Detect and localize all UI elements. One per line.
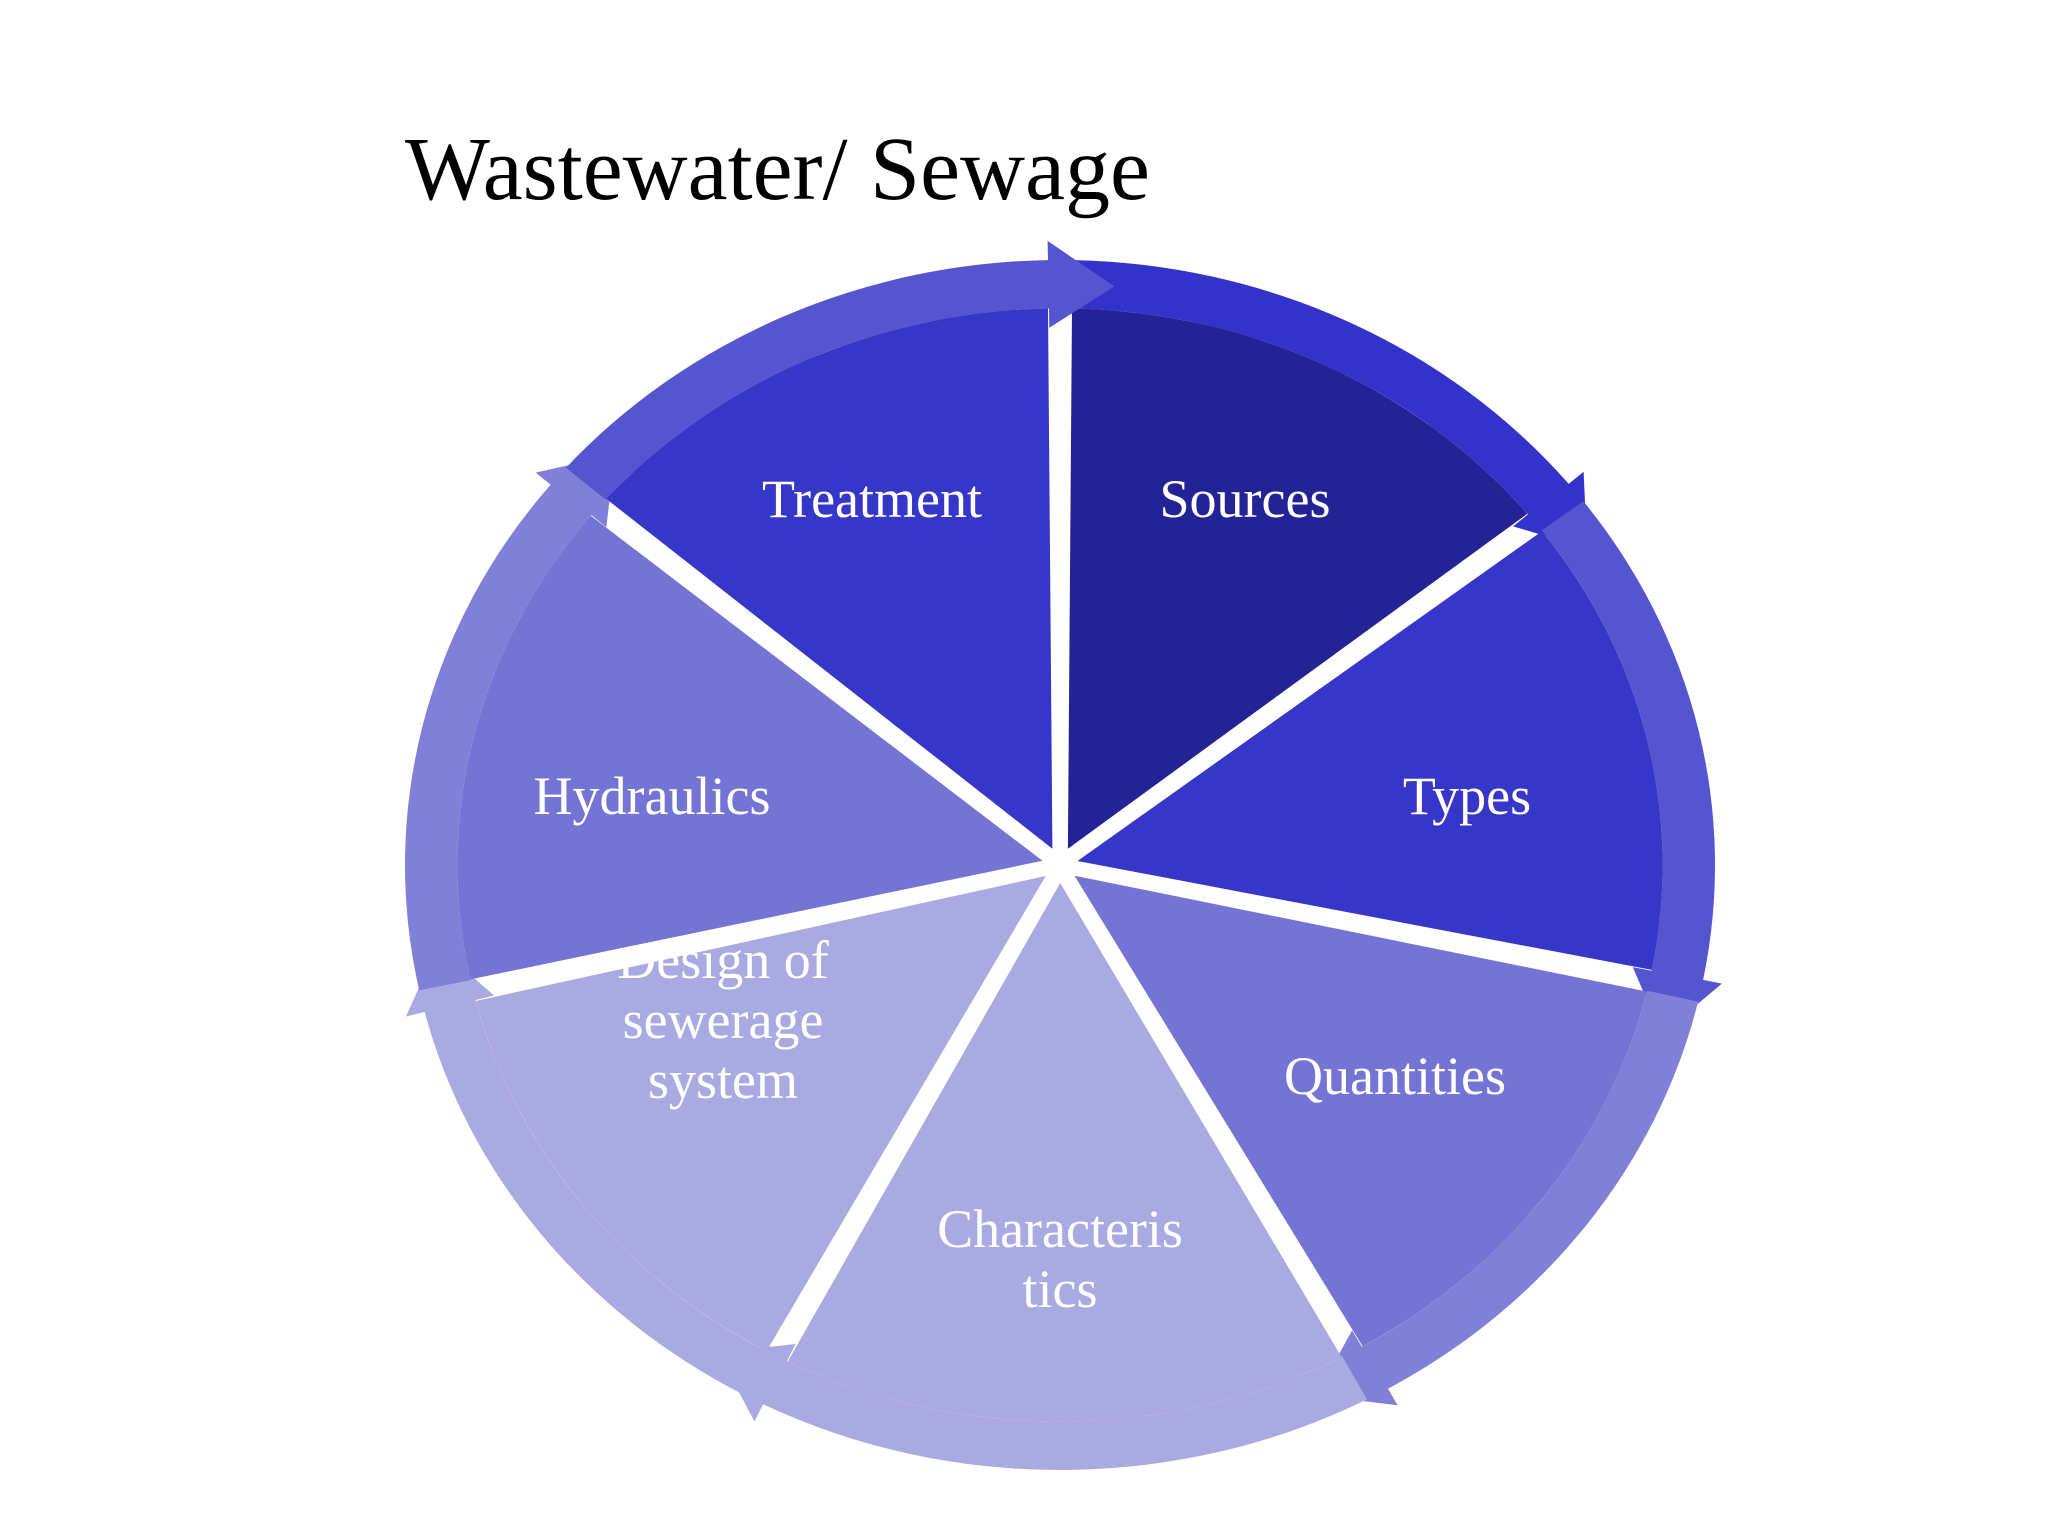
arrow-types [1541,501,1722,1035]
label-line: Treatment [762,469,982,529]
wedge-types [1077,531,1663,970]
label-quantities: Quantities [1284,1046,1506,1106]
label-line: Hydraulics [534,766,771,826]
segment-sources: Sources [1067,260,1588,849]
wedge-hydraulics [457,515,1043,980]
label-sources: Sources [1160,469,1331,529]
label-treatment: Treatment [762,469,982,529]
label-line: tics [1023,1259,1098,1319]
label-line: Quantities [1284,1046,1506,1106]
label-line: Sources [1160,469,1331,529]
label-line: Characteris [937,1199,1183,1259]
segment-quantities: Quantities [1074,875,1699,1406]
wedge-treatment [606,308,1053,849]
label-line: sewerage [623,990,824,1050]
arrow-hydraulics [405,454,615,991]
label-line: system [648,1050,798,1110]
wedge-characteristics [787,883,1342,1422]
arrow-characteristics [718,1344,1367,1470]
wedge-design-of-sewerage-system [475,876,1046,1352]
label-hydraulics: Hydraulics [534,766,771,826]
wedge-sources [1067,308,1528,849]
arrow-sources [1071,260,1588,549]
segment-types: Types [1077,501,1722,1035]
diagram-title: Wastewater/ Sewage [405,120,1150,219]
arrow-treatment [566,240,1115,500]
wedge-quantities [1074,875,1647,1347]
segment-hydraulics: Hydraulics [405,454,1043,991]
arrow-quantities [1316,990,1699,1406]
segment-treatment: Treatment [566,240,1115,849]
label-types: Types [1403,766,1531,826]
label-line: Types [1403,766,1531,826]
arrow-design-of-sewerage-system [406,946,768,1394]
